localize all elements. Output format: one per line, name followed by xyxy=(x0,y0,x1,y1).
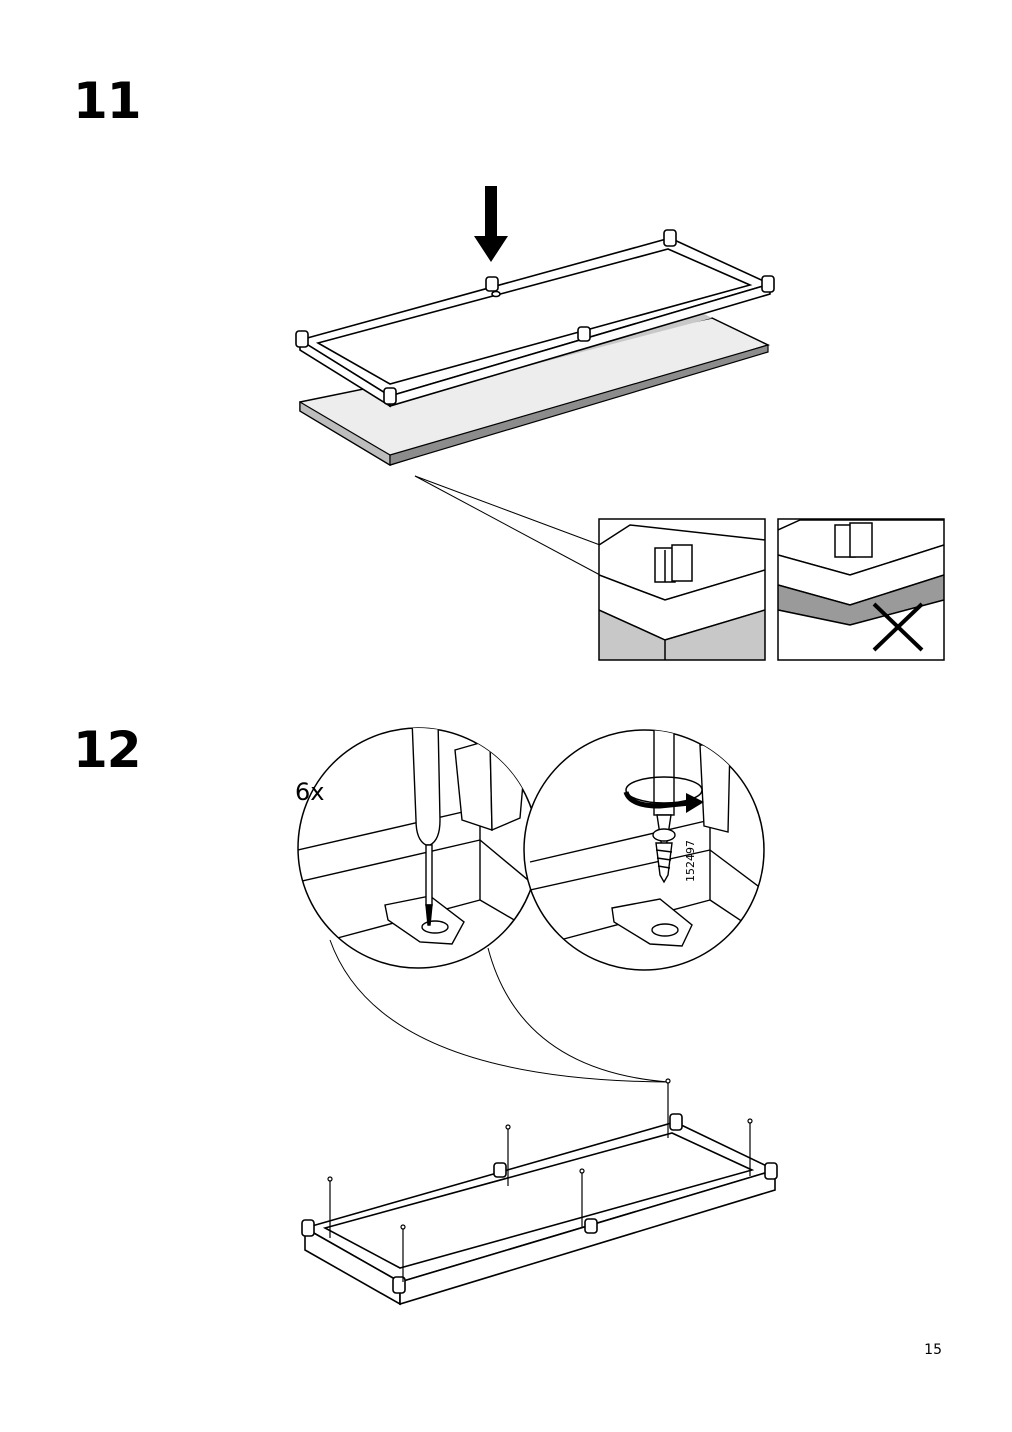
corner-post xyxy=(577,326,591,342)
shelf-frame xyxy=(295,229,775,408)
page-number: 15 xyxy=(924,1342,942,1358)
detail-screw: 152497 xyxy=(523,729,765,971)
corner-post xyxy=(383,387,397,405)
corner-post xyxy=(301,1219,315,1237)
screw-markers xyxy=(327,1078,753,1282)
corner-post xyxy=(392,1276,406,1294)
corner-post xyxy=(295,330,309,348)
rotate-clockwise-icon xyxy=(623,776,704,813)
corner-post xyxy=(485,276,499,292)
step-number: 11 xyxy=(73,72,142,130)
detail-incorrect xyxy=(777,518,945,661)
quantity-label: 6x xyxy=(295,778,324,806)
corner-post xyxy=(584,1218,598,1234)
step-number: 12 xyxy=(73,721,142,779)
cross-mark-icon xyxy=(872,602,924,652)
detail-screwing xyxy=(297,727,539,969)
step-12-illustration: 152497 6x xyxy=(295,727,778,1306)
corner-post xyxy=(663,229,677,247)
detail-correct xyxy=(598,518,766,661)
base-frame xyxy=(301,1113,778,1306)
corner-post xyxy=(669,1113,683,1131)
step-11-illustration xyxy=(295,186,945,661)
arrow-down-icon xyxy=(474,186,508,262)
corner-post xyxy=(493,1162,507,1178)
part-number: 152497 xyxy=(684,840,697,882)
corner-post xyxy=(761,275,775,293)
corner-post xyxy=(764,1162,778,1180)
